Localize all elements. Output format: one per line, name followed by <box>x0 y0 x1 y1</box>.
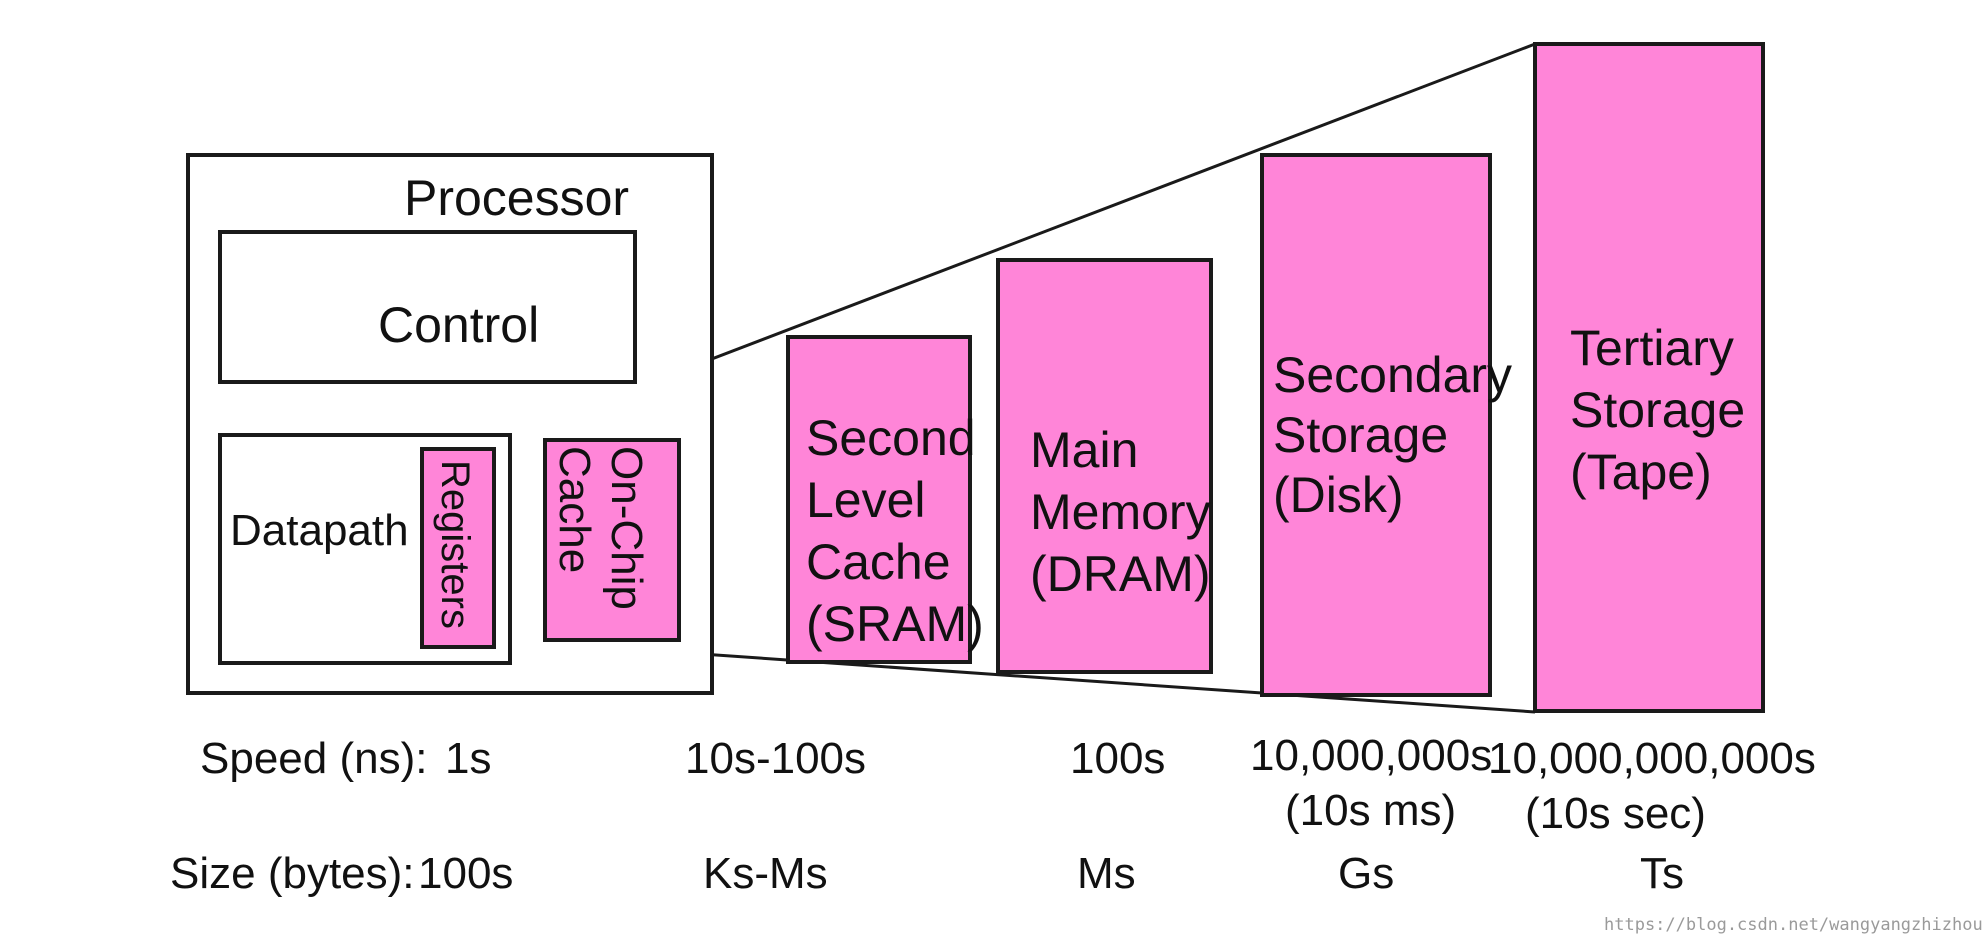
tertiary-storage-box <box>1533 42 1765 713</box>
speed-cache: 10s-100s <box>685 734 866 783</box>
control-box <box>218 230 637 384</box>
watermark: https://blog.csdn.net/wangyangzhizhou <box>1604 915 1983 935</box>
l2-cache-box <box>786 335 972 664</box>
speed-row-label: Speed (ns): <box>200 734 427 783</box>
speed-tape-note: (10s sec) <box>1525 789 1706 838</box>
secondary-storage-label-3: (Disk) <box>1273 467 1404 523</box>
tertiary-storage-label-3: (Tape) <box>1570 444 1712 500</box>
speed-main: 100s <box>1070 734 1165 783</box>
secondary-storage-box <box>1260 153 1492 697</box>
datapath-label: Datapath <box>230 506 409 555</box>
size-registers: 100s <box>418 849 513 898</box>
size-disk: Gs <box>1338 849 1394 898</box>
main-memory-label-3: (DRAM) <box>1030 546 1211 602</box>
l2-cache-label-4: (SRAM) <box>806 596 984 652</box>
l2-cache-label-2: Level <box>806 472 926 528</box>
main-memory-label-2: Memory <box>1030 484 1211 540</box>
speed-tape: 10,000,000,000s <box>1488 734 1816 783</box>
l2-cache-label-3: Cache <box>806 534 951 590</box>
main-memory-box <box>996 258 1213 674</box>
speed-disk: 10,000,000s <box>1250 731 1492 780</box>
size-main: Ms <box>1077 849 1136 898</box>
tertiary-storage-label-2: Storage <box>1570 382 1745 438</box>
size-tape: Ts <box>1640 849 1684 898</box>
registers-box <box>420 447 496 649</box>
size-row-label: Size (bytes): <box>170 849 415 898</box>
secondary-storage-label-2: Storage <box>1273 407 1448 463</box>
registers-label: Registers <box>433 460 477 629</box>
onchip-cache-box <box>543 438 681 642</box>
secondary-storage-label-1: Secondary <box>1273 347 1512 403</box>
tertiary-storage-label-1: Tertiary <box>1570 320 1734 376</box>
main-memory-label-1: Main <box>1030 422 1138 478</box>
control-label: Control <box>378 297 539 353</box>
processor-title: Processor <box>404 170 629 226</box>
onchip-cache-label: On-Chip <box>602 446 651 610</box>
speed-registers: 1s <box>445 734 491 783</box>
l2-cache-label-1: Second <box>806 410 976 466</box>
size-cache: Ks-Ms <box>703 849 828 898</box>
onchip-cache-label-2: Cache <box>550 446 599 573</box>
speed-disk-note: (10s ms) <box>1285 786 1456 835</box>
